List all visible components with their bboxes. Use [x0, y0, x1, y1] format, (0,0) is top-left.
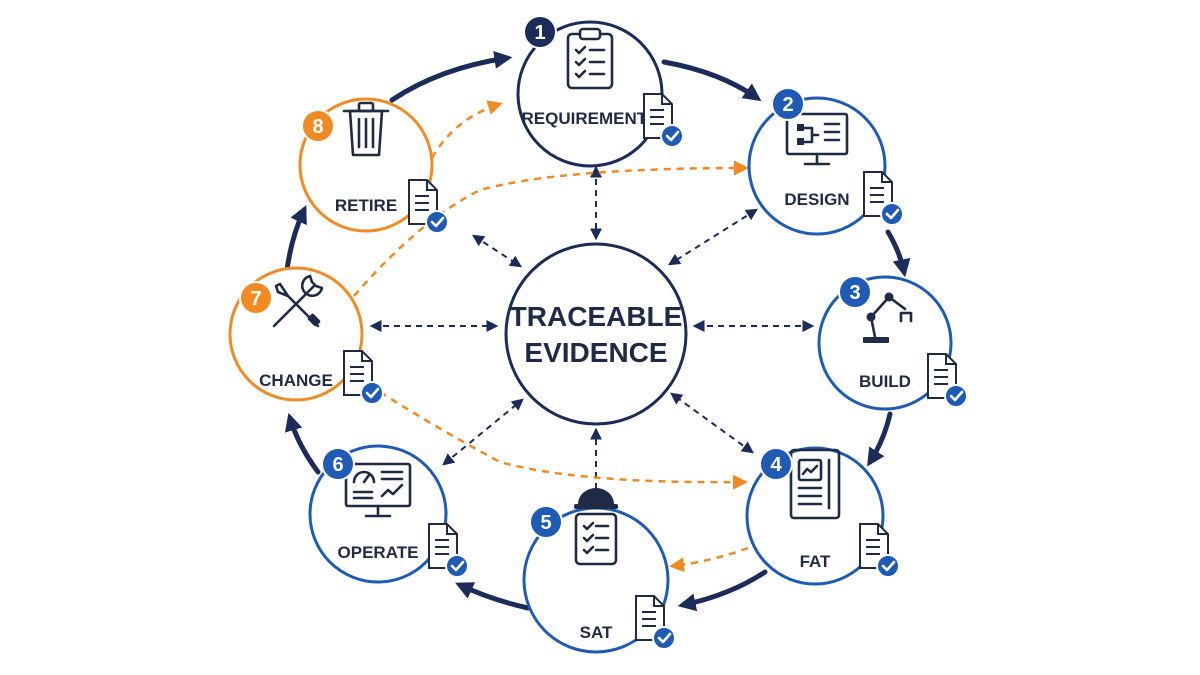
stage-build[interactable]: BUILD 3 [817, 275, 968, 411]
arrow-6-to-7 [284, 412, 321, 475]
document-check-icon [643, 93, 684, 148]
stage-requirements[interactable]: REQUIREMENTS 1 [516, 15, 684, 168]
stage-change[interactable]: CHANGE 7 [228, 266, 384, 405]
link-fat [670, 392, 754, 454]
trash-can-icon [342, 101, 390, 157]
stage-number-badge: 8 [301, 109, 335, 143]
stage-label: RETIRE [335, 196, 397, 215]
center-node: TRACEABLE EVIDENCE [504, 242, 688, 426]
document-check-icon [859, 523, 900, 578]
arrow-3-to-4 [867, 411, 893, 467]
feedback-retire-to-requirements [430, 100, 503, 159]
stage-number: 5 [540, 512, 551, 534]
document-check-icon [927, 353, 968, 408]
stage-sat[interactable]: SAT 5 [522, 488, 676, 654]
feedback-change-to-fat [379, 390, 748, 490]
center-title-line1: TRACEABLE [510, 301, 683, 332]
arrow-4-to-5 [677, 569, 768, 612]
stage-number-badge: 7 [239, 281, 273, 315]
center-links [369, 165, 815, 503]
document-check-icon [863, 171, 904, 226]
stage-number-badge: 1 [523, 15, 557, 49]
stage-operate[interactable]: OPERATE 6 [308, 444, 469, 584]
robot-arm-icon [863, 292, 913, 343]
stage-ring [745, 446, 885, 586]
stage-number: 3 [849, 282, 860, 304]
document-check-icon [428, 523, 469, 578]
stage-nodes: REQUIREMENTS1DESIGN2BUILD3FAT4SAT5OPERAT… [228, 15, 968, 654]
stage-label: CHANGE [259, 371, 333, 390]
stage-number-badge: 5 [529, 505, 563, 539]
wrench-screwdriver-icon [272, 274, 324, 328]
stage-number: 2 [782, 94, 793, 116]
stage-ring [747, 96, 887, 236]
monitor-dashboard-icon [344, 462, 412, 518]
arrow-2-to-3 [885, 229, 911, 278]
document-check-icon [408, 179, 449, 234]
stage-number: 6 [332, 454, 343, 476]
stage-retire[interactable]: RETIRE 8 [298, 97, 449, 234]
stage-label: BUILD [859, 372, 911, 391]
stage-design[interactable]: DESIGN 2 [747, 87, 904, 236]
stage-number-badge: 2 [771, 87, 805, 121]
stage-label: SAT [580, 623, 613, 642]
monitor-schematic-icon [785, 112, 849, 166]
hardhat-clipboard-icon [574, 488, 618, 566]
arrow-8-to-1 [389, 50, 513, 103]
clipboard-checklist-icon [566, 27, 614, 90]
stage-fat[interactable]: FAT 4 [745, 446, 900, 586]
stage-label: DESIGN [784, 190, 849, 209]
arrow-1-to-2 [661, 59, 762, 102]
link-retire [471, 234, 523, 268]
stage-number: 7 [250, 288, 261, 310]
stage-number: 4 [770, 454, 782, 476]
link-operate [442, 398, 524, 466]
link-design [667, 208, 759, 266]
arrow-5-to-6 [455, 582, 531, 611]
stage-label: REQUIREMENTS [522, 109, 659, 128]
control-panel-icon [789, 448, 841, 520]
feedback-change-to-design [353, 160, 749, 297]
stage-number-badge: 3 [838, 275, 872, 309]
center-title-line2: EVIDENCE [524, 337, 667, 368]
feedback-fat-to-sat [669, 546, 749, 573]
stage-number-badge: 4 [759, 447, 793, 481]
document-check-icon [343, 350, 384, 405]
stage-number: 1 [534, 22, 545, 44]
stage-label: FAT [800, 552, 831, 571]
stage-number-badge: 6 [321, 447, 355, 481]
document-check-icon [635, 595, 676, 650]
feedback-paths [353, 100, 749, 573]
stage-label: OPERATE [338, 543, 419, 562]
stage-number: 8 [312, 116, 323, 138]
